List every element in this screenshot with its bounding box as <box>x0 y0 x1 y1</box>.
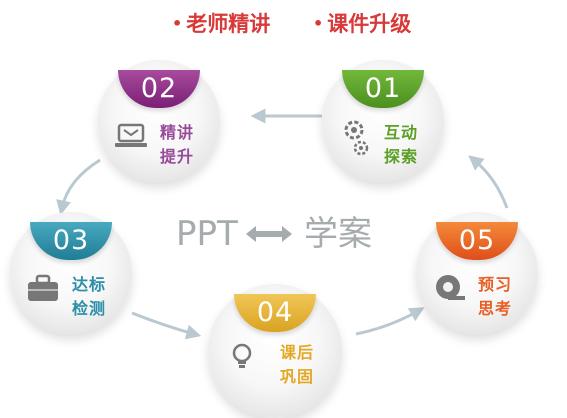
step-label-line1: 课后 <box>280 343 315 362</box>
step-03-node: 03 达标 检测 <box>10 212 132 334</box>
step-label-line2: 思考 <box>478 299 513 318</box>
tape-icon <box>436 275 465 300</box>
step-label-line2: 提升 <box>160 147 195 166</box>
double-arrow-icon <box>246 226 292 242</box>
bullet-icon: • <box>313 14 324 33</box>
study-plan-label: 学案 <box>304 214 372 254</box>
courseware-upgrade-label: 课件升级 <box>327 12 412 36</box>
briefcase-icon <box>28 274 58 301</box>
step-label-line1: 精讲 <box>160 123 195 142</box>
gear-icon <box>344 120 369 156</box>
arrow-04-to-05 <box>355 307 425 336</box>
courseware-upgrade-tag: •课件升级 <box>313 8 411 40</box>
lightbulb-icon <box>232 343 252 368</box>
ppt-label: PPT <box>176 214 238 254</box>
laptop-icon <box>115 123 147 147</box>
teacher-lecture-tag: •老师精讲 <box>172 8 270 40</box>
step-label-line1: 互动 <box>384 123 419 142</box>
teacher-lecture-label: 老师精讲 <box>186 12 271 36</box>
bullet-icon: • <box>172 14 183 33</box>
step-label-line1: 达标 <box>72 275 107 294</box>
step-label-line2: 巩固 <box>280 367 315 386</box>
step-label-line2: 探索 <box>384 147 419 166</box>
step-05-node: 05 预习 思考 <box>416 212 538 334</box>
step-label-line1: 预习 <box>478 275 513 294</box>
arrow-02-to-03 <box>56 158 101 216</box>
step-04-node: 04 课后 巩固 <box>208 284 342 418</box>
step-label-line2: 检测 <box>72 299 107 318</box>
arrow-03-to-04 <box>131 311 202 340</box>
header: •老师精讲 •课件升级 <box>0 8 567 40</box>
arrow-05-to-01 <box>468 155 509 209</box>
step-01-node: 01 互动 探索 <box>322 60 444 182</box>
step-02-node: 02 精讲 提升 <box>98 60 220 182</box>
